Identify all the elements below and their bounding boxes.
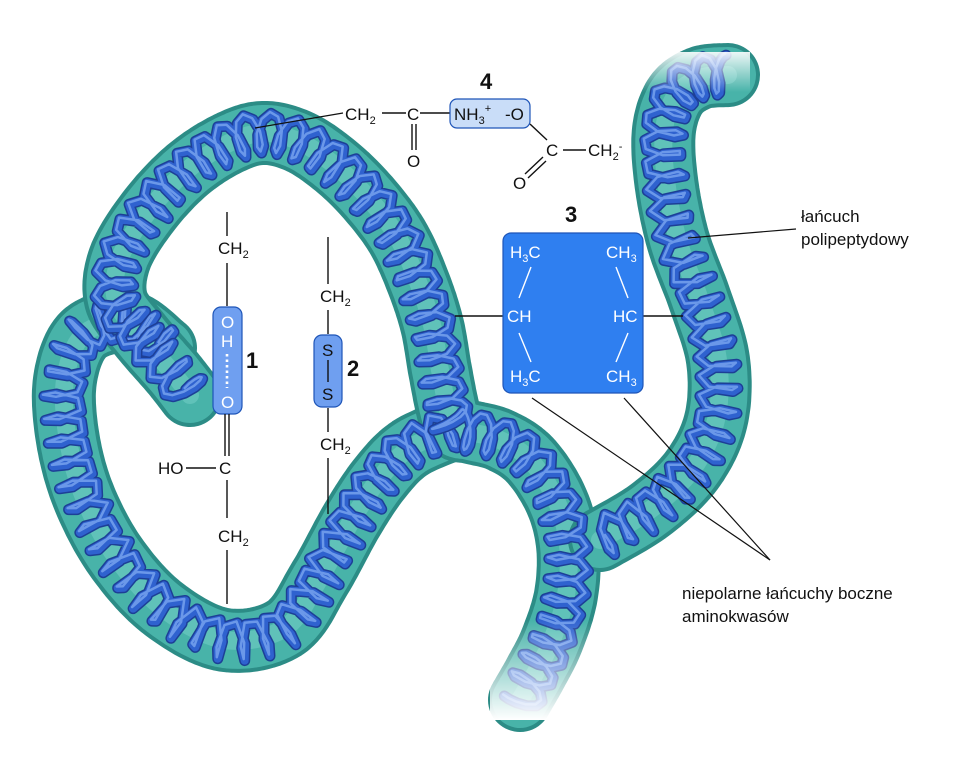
chain-end-fade: [490, 620, 610, 720]
ionic-bond-box: [449, 98, 531, 129]
chain-start-fade: [630, 52, 750, 92]
helix-highlight: [599, 52, 739, 555]
sulfur-label: S: [322, 341, 333, 360]
hydrophobic-box: [502, 232, 644, 394]
helix-highlight: [92, 110, 589, 706]
ch2-label: CH2: [218, 239, 249, 261]
ionic-bond-group: CH2 C O NH3+ -O 4 C O CH2-: [254, 69, 623, 193]
carbon-label: C: [219, 459, 231, 478]
oxygen-label: O: [221, 313, 234, 332]
bond-number-1: 1: [246, 348, 258, 373]
methyl-label: CH3: [606, 367, 637, 389]
ch2-label: CH2-: [588, 141, 623, 163]
nonpolar-callout: niepolarne łańcuchy boczne aminokwasów: [531, 397, 893, 626]
methyl-label: H3C: [510, 243, 541, 265]
oxygen-label: O: [221, 393, 234, 412]
methyl-label: CH3: [606, 243, 637, 265]
nonpolar-label-line2: aminokwasów: [682, 607, 789, 626]
nonpolar-label-line1: niepolarne łańcuchy boczne: [682, 584, 893, 603]
polypeptide-label-line2: polipeptydowy: [801, 230, 909, 249]
polypeptide-callout: łańcuch polipeptydowy: [687, 207, 909, 249]
hydrogen-label: H: [221, 332, 233, 351]
hydrogen-bond-group: CH2 O H O 1 HO C CH2: [158, 212, 258, 604]
ch2-label: CH2: [320, 287, 351, 309]
carbon-label: C: [546, 141, 558, 160]
methine-label: HC: [613, 307, 638, 326]
sulfur-label: S: [322, 385, 333, 404]
hydrophobic-interaction-group: 3 H3C CH3 CH HC H3C CH3: [455, 202, 683, 394]
polypeptide-label-line1: łańcuch: [801, 207, 860, 226]
hydroxyl-label: HO: [158, 459, 184, 478]
ch2-label: CH2: [218, 527, 249, 549]
alpha-helix-icon: [38, 49, 744, 712]
helix-highlight: [41, 299, 458, 661]
oxygen-label: O: [407, 152, 420, 171]
ch2-label: CH2: [320, 435, 351, 457]
ch2-label: CH2: [345, 105, 376, 127]
methyl-label: H3C: [510, 367, 541, 389]
oxygen-label: O: [513, 174, 526, 193]
disulfide-bond-group: CH2 S S 2 CH2: [313, 237, 359, 514]
bond-number-2: 2: [347, 356, 359, 381]
carbon-label: C: [407, 105, 419, 124]
ammonium-label: NH3+: [454, 103, 491, 127]
bond-number-4: 4: [480, 69, 493, 94]
bond-number-3: 3: [565, 202, 577, 227]
methine-label: CH: [507, 307, 532, 326]
carboxylate-oxygen-label: -O: [505, 105, 524, 124]
